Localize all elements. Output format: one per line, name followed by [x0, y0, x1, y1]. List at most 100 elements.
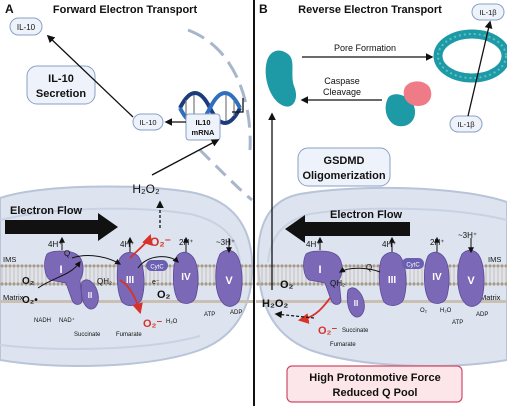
arrow-secretion: [46, 34, 134, 118]
gsdmd-full-icon: [385, 81, 432, 127]
h3-b: ~3H⁺: [458, 231, 477, 240]
electron-flow-label-a: Electron Flow: [10, 205, 83, 217]
complex-v-label-b: V: [467, 275, 475, 287]
fumarate-a: Fumarate: [116, 332, 142, 338]
nucleus-envelope-lower: [198, 148, 253, 202]
gsdmd-monomer-icon: [265, 50, 297, 107]
ims-label-a: IMS: [3, 255, 16, 264]
electron-flow-arrow-a: [5, 213, 118, 241]
h4-1-a: 4H⁺: [48, 240, 62, 249]
il10-mrna-line2: mRNA: [192, 128, 216, 137]
q-a: Q: [64, 249, 70, 258]
arrow-transcription: [232, 98, 244, 113]
panel-a-title: Forward Electron Transport: [53, 4, 198, 16]
cytc-label-b: CytC: [406, 263, 420, 269]
h2o-b: H₂O: [440, 308, 452, 314]
arrow-ros-bottom-a: [119, 279, 143, 315]
panel-b-title: Reverse Electron Transport: [298, 4, 442, 16]
caspase-label-line1: Caspase: [324, 76, 360, 86]
arrow-il1b-release: [467, 20, 493, 117]
h2o2-b: H₂O₂: [262, 298, 288, 310]
arrow-q-to-iii-a: [71, 255, 122, 265]
arrow-reverse-q-b: [338, 266, 381, 273]
adp-b: ADP: [476, 312, 488, 318]
il10-secretion-line1: IL-10: [48, 73, 74, 85]
il1b-extracellular-box: [471, 3, 505, 21]
pmf-box: [286, 365, 463, 403]
gsdmd-oligomerization-box: [297, 147, 391, 187]
complex-ii-a: II: [80, 279, 99, 310]
arrow-iii-to-iv-a: [137, 256, 179, 269]
q-b: Q: [366, 263, 372, 272]
membrane-stripe-b: [256, 300, 507, 303]
panel-b-letter: B: [259, 2, 268, 16]
complex-iii-label-b: III: [388, 275, 397, 286]
il10-secretion-box: [26, 65, 96, 105]
nad-a: NAD⁺: [59, 317, 75, 324]
arrow-h2o2-to-mrna: [151, 139, 220, 176]
ims-label-b: IMS: [488, 255, 501, 264]
h2o-a: H₂O: [166, 319, 178, 325]
adp-a: ADP: [230, 310, 242, 316]
pmf-line1: High Protonmotive Force: [309, 372, 440, 384]
cytc-b: [402, 258, 424, 269]
complex-v-b: V: [457, 249, 485, 307]
il10-extracellular-box: [9, 17, 43, 36]
succinate-b: Succinate: [342, 328, 369, 334]
complex-v-label-a: V: [225, 275, 233, 287]
complex-i-b: I: [303, 250, 343, 305]
o2-minus-b: O₂⁻: [318, 325, 337, 337]
il1b-intracellular-box: [449, 115, 483, 133]
il10-mrna-line1: IL10: [195, 118, 210, 127]
qh2-b: QH₂: [330, 279, 345, 288]
h2o2-label-a: H₂O₂: [132, 182, 160, 196]
o2-complex-a: O₂: [157, 289, 171, 301]
eminus-a: e⁻: [152, 279, 160, 286]
complex-i-a: I: [44, 250, 84, 305]
atp-b: ATP: [452, 320, 463, 326]
qh2-a: QH₂: [97, 277, 112, 286]
complex-iii-label-a: III: [126, 275, 135, 286]
complex-iii-b: III: [378, 252, 407, 306]
arrow-o2minus-to-h2o2-b: [274, 311, 315, 319]
cytc-label-a: CytC: [150, 265, 164, 271]
complex-v-a: V: [215, 249, 243, 307]
h3-a: ~3H⁺: [216, 238, 235, 247]
arrow-o2-to-i-a: [37, 261, 81, 289]
gsdmd-line2: Oligomerization: [302, 170, 385, 182]
electron-flow-label-b: Electron Flow: [330, 209, 403, 221]
complex-iii-a: III: [116, 252, 145, 306]
complex-i-label-b: I: [318, 264, 321, 276]
h4-2-b: 4H⁺: [382, 240, 396, 249]
electron-flow-arrow-b: [285, 215, 410, 243]
matrix-label-a: Matrix: [3, 293, 24, 302]
o2-radical-a: O₂•: [22, 295, 38, 306]
complex-ii-label-a: II: [88, 291, 92, 300]
arrow-ros-top-a: [129, 233, 153, 259]
caspase-label-line2: Cleavage: [323, 87, 361, 97]
il10-secretion-line2: Secretion: [36, 88, 86, 100]
il1b-intracellular-label: IL-1β: [457, 120, 475, 129]
o2-b: O₂: [280, 279, 294, 291]
complex-i-label-a: I: [59, 264, 62, 276]
succinate-a: Succinate: [74, 332, 101, 338]
h4-1-b: 4H⁺: [306, 240, 320, 249]
il10-intracellular-box: [132, 113, 164, 131]
cytc-a: [146, 260, 168, 271]
arrow-ros-b: [297, 297, 331, 324]
complex-ii-label-b: II: [354, 299, 358, 308]
atp-a: ATP: [204, 312, 215, 318]
il1b-extracellular-label: IL-1β: [479, 8, 497, 17]
pmf-line2: Reduced Q Pool: [333, 387, 418, 399]
complex-ii-b: II: [346, 287, 365, 318]
o2-a: O₂: [22, 276, 34, 287]
pore-formation-label: Pore Formation: [334, 43, 396, 53]
complex-iv-label-b: IV: [432, 272, 442, 283]
complex-iv-a: IV: [172, 251, 199, 304]
il10-intracellular-label: IL-10: [139, 118, 156, 127]
h4-2-a: 4H⁺: [120, 240, 134, 249]
matrix-label-b: Matrix: [480, 293, 501, 302]
il10-mrna-box: [185, 113, 221, 141]
